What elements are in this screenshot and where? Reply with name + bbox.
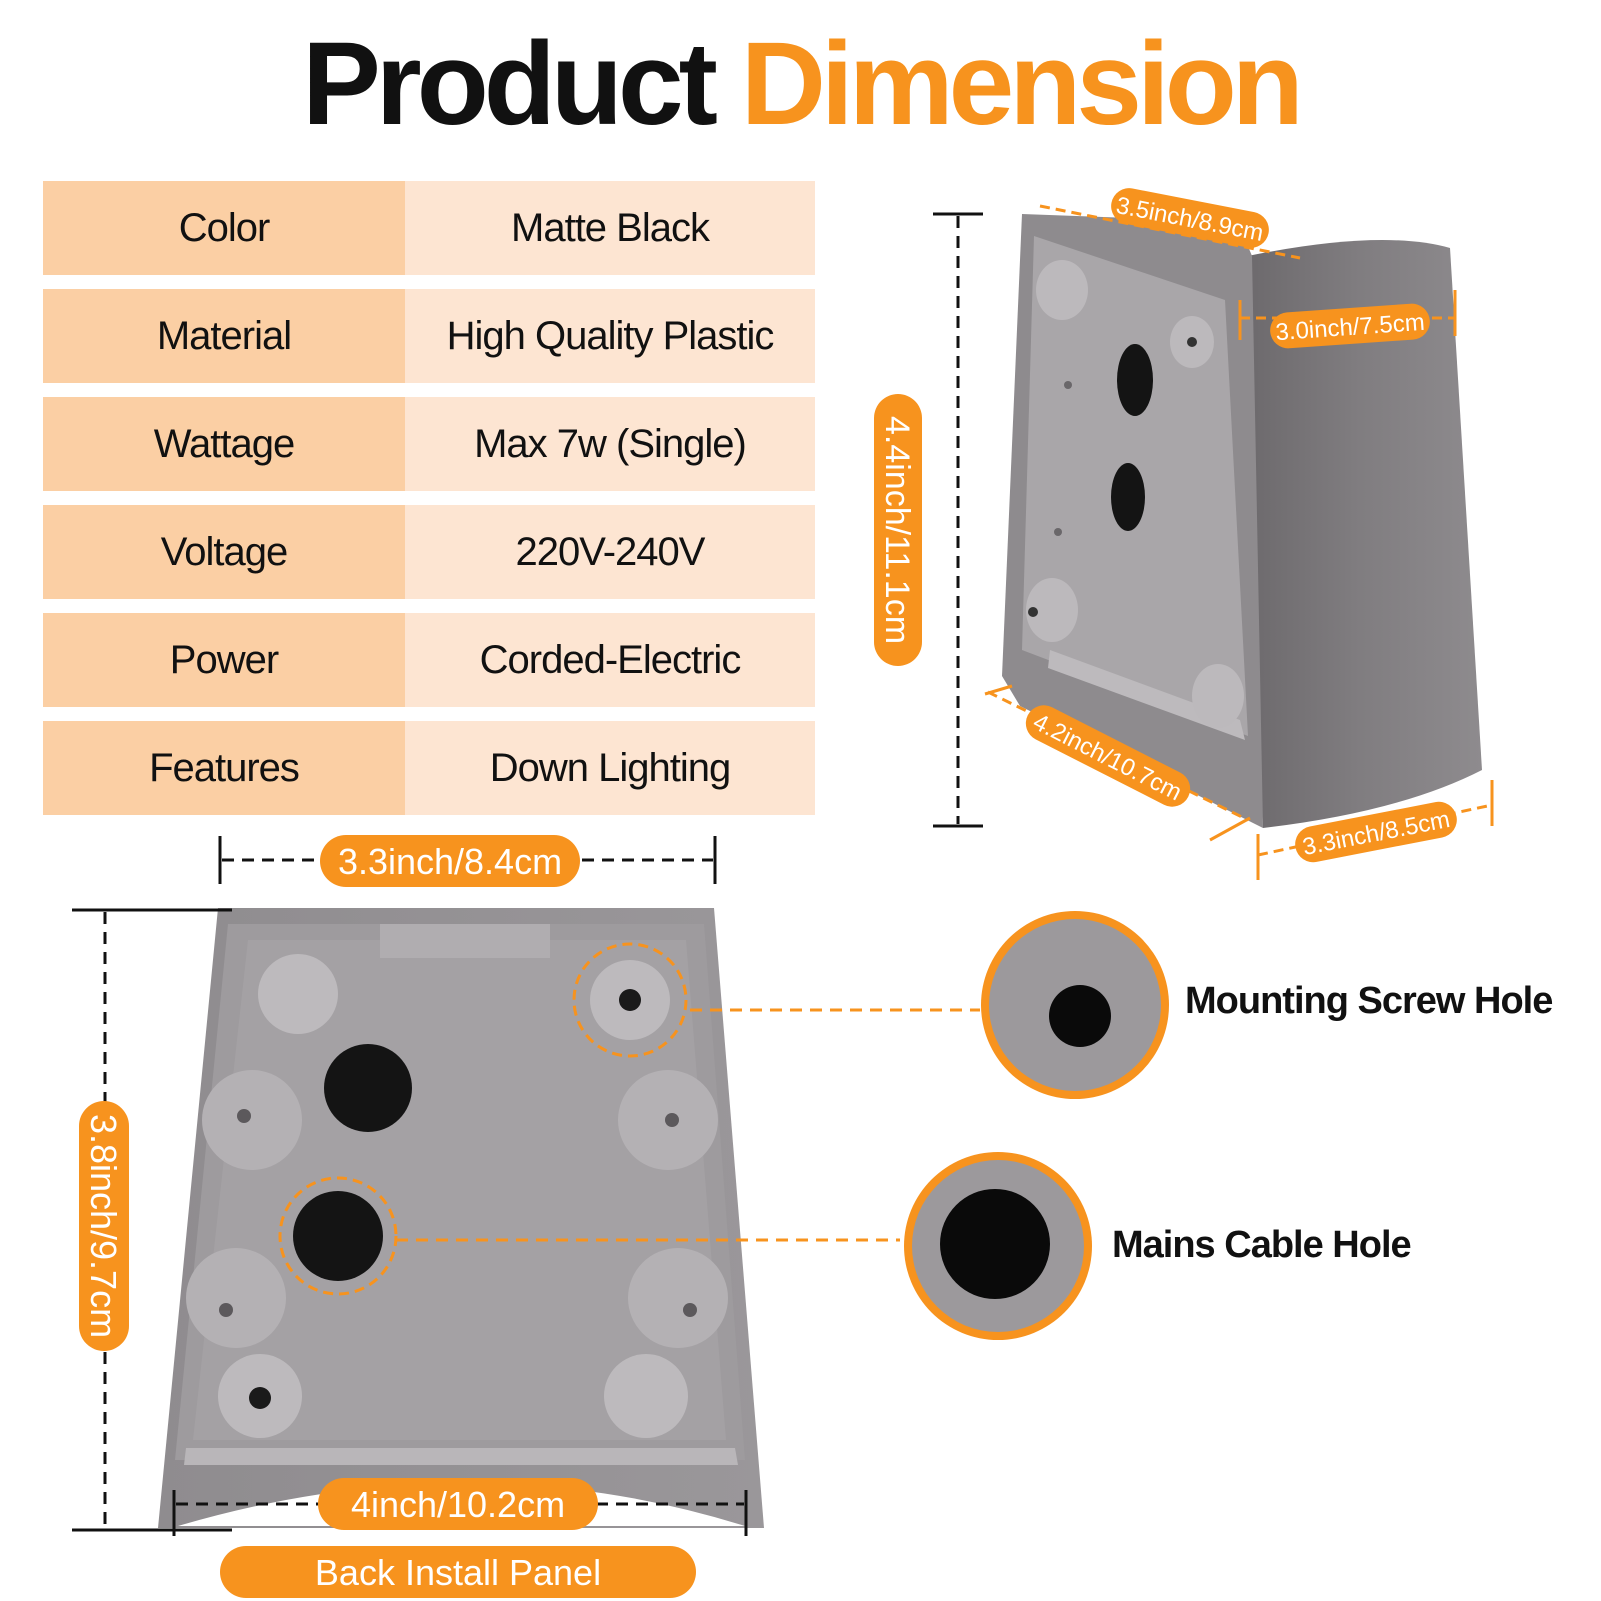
panel-screw xyxy=(219,1303,233,1317)
panel-screw xyxy=(237,1109,251,1123)
fixture-screw xyxy=(1054,528,1062,536)
title-product: Product xyxy=(302,18,718,150)
pill-bg xyxy=(318,1478,598,1530)
fixture-inner-strip xyxy=(1048,650,1245,740)
callout-hole xyxy=(1049,985,1111,1047)
pill-bg xyxy=(874,394,922,666)
fixture-cable-hole xyxy=(1117,344,1153,416)
panel-side-lobe xyxy=(628,1248,728,1348)
pill-label: 4inch/10.2cm xyxy=(351,1484,565,1525)
pill-bg xyxy=(79,1101,129,1351)
callout-hole xyxy=(940,1189,1050,1299)
dim-tick xyxy=(984,684,1013,696)
title-dimension: Dimension xyxy=(740,18,1304,150)
spec-label: Material xyxy=(43,289,405,383)
spec-row-features: Features Down Lighting xyxy=(43,721,815,815)
fixture-side-body xyxy=(1238,240,1482,828)
panel-screw xyxy=(665,1113,679,1127)
pill-bg xyxy=(1295,801,1457,863)
spec-value: Matte Black xyxy=(405,181,815,275)
spec-value: 220V-240V xyxy=(405,505,815,599)
fixture-screw-hole xyxy=(1028,607,1038,617)
pill-label: 3.8inch/9.7cm xyxy=(83,1114,124,1338)
dim-tick xyxy=(1209,816,1251,842)
spec-label: Voltage xyxy=(43,505,405,599)
screw-hole-callout xyxy=(981,911,1169,1099)
spec-table: Color Matte Black Material High Quality … xyxy=(43,181,815,829)
panel-inner-face xyxy=(193,940,726,1440)
spec-row-color: Color Matte Black xyxy=(43,181,815,275)
spec-label: Features xyxy=(43,721,405,815)
panel-boss xyxy=(604,1354,688,1438)
pill-bg xyxy=(1025,705,1191,807)
panel-side-lobe xyxy=(202,1070,302,1170)
pill-panel-bottom: 4inch/10.2cm xyxy=(318,1478,598,1530)
back-panel-view xyxy=(158,908,764,1528)
spec-value: Down Lighting xyxy=(405,721,815,815)
fixture-screw xyxy=(1064,381,1072,389)
screw-hole-label: Mounting Screw Hole xyxy=(1185,980,1553,1022)
spec-label: Color xyxy=(43,181,405,275)
spec-row-wattage: Wattage Max 7w (Single) xyxy=(43,397,815,491)
spec-value: Max 7w (Single) xyxy=(405,397,815,491)
panel-bottom-rail xyxy=(184,1448,738,1465)
cable-hole-highlight xyxy=(278,1176,398,1296)
pill-bg xyxy=(1111,188,1269,248)
spec-label: Wattage xyxy=(43,397,405,491)
page-title: Product Dimension xyxy=(0,18,1601,150)
panel-cable-hole xyxy=(293,1191,383,1281)
fixture-screw-hole xyxy=(1187,337,1197,347)
fixture-boss xyxy=(1026,578,1078,642)
panel-screw xyxy=(683,1303,697,1317)
pill-panel-name: Back Install Panel xyxy=(220,1546,696,1598)
screw-hole-highlight xyxy=(572,942,688,1058)
fixture-cable-hole xyxy=(1111,463,1145,531)
spec-value: Corded-Electric xyxy=(405,613,815,707)
panel-cable-hole xyxy=(324,1044,412,1132)
spec-label: Power xyxy=(43,613,405,707)
pill-height: 4.4inch/11.1cm xyxy=(874,394,922,666)
spec-row-voltage: Voltage 220V-240V xyxy=(43,505,815,599)
spec-row-material: Material High Quality Plastic xyxy=(43,289,815,383)
pill-top-width: 3.0inch/7.5cm xyxy=(1270,303,1430,349)
pill-bg xyxy=(220,1546,696,1598)
fixture-boss xyxy=(1036,260,1088,320)
panel-top-clip xyxy=(380,924,550,958)
panel-boss xyxy=(258,954,338,1034)
spec-value: High Quality Plastic xyxy=(405,289,815,383)
fixture-3d-view xyxy=(1002,214,1482,828)
pill-bg xyxy=(320,835,580,887)
panel-screw-hole xyxy=(249,1387,271,1409)
fixture-boss xyxy=(1192,664,1244,728)
pill-panel-height: 3.8inch/9.7cm xyxy=(79,1101,129,1351)
cable-hole-callout xyxy=(904,1152,1092,1340)
panel-side-lobe xyxy=(186,1248,286,1348)
panel-screw-hole xyxy=(619,989,641,1011)
pill-label: 3.3inch/8.4cm xyxy=(338,841,562,882)
cable-hole-label: Mains Cable Hole xyxy=(1112,1224,1412,1266)
pill-label: 4.4inch/11.1cm xyxy=(878,416,916,644)
spec-row-power: Power Corded-Electric xyxy=(43,613,815,707)
pill-bg xyxy=(1270,303,1430,349)
pill-panel-top: 3.3inch/8.4cm xyxy=(320,835,580,887)
pill-label: Back Install Panel xyxy=(315,1552,601,1593)
